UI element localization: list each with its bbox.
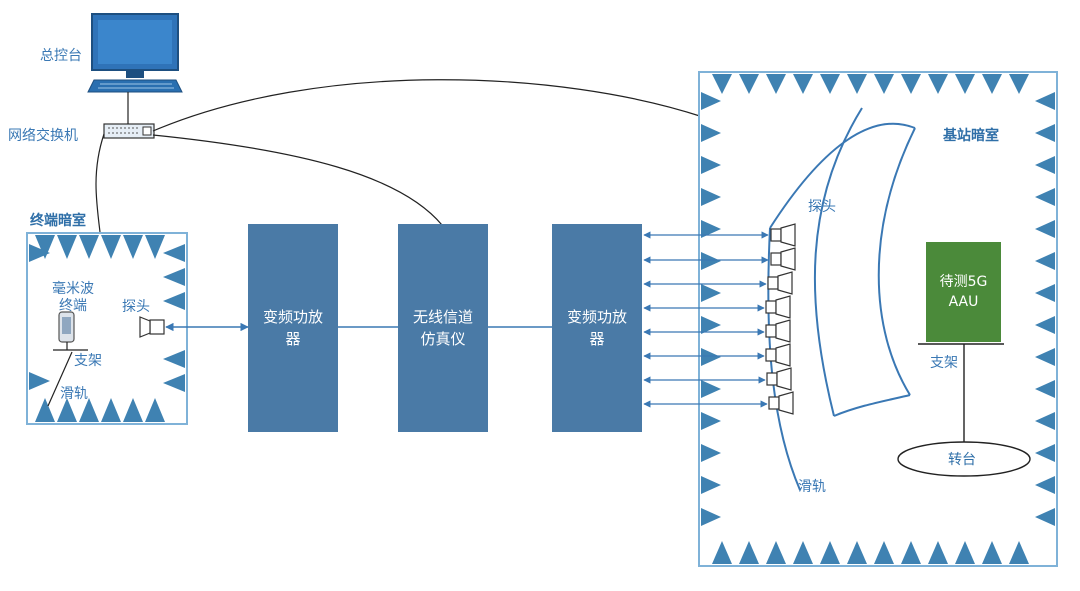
base-probe-label: 探头	[808, 199, 836, 215]
mmwave-terminal-label: 毫米波 终端	[52, 281, 94, 314]
terminal-probe-horn-icon	[139, 316, 165, 338]
turntable-shape	[897, 441, 1031, 477]
freq-converter-amp-right-label: 变频功放 器	[566, 308, 627, 348]
probe-feed-arrows	[643, 231, 769, 408]
mmwave-terminal-icon	[58, 311, 75, 343]
channel-emulator: 无线信道 仿真仪	[398, 224, 488, 432]
base-rail-label: 滑轨	[798, 479, 826, 495]
terminal-stand	[47, 342, 88, 407]
terminal-probe-label: 探头	[122, 299, 150, 315]
turntable-label: 转台	[948, 452, 976, 468]
network-switch-icon	[103, 123, 155, 139]
terminal-chamber-label: 终端暗室	[30, 213, 86, 229]
freq-converter-amp-left-label: 变频功放 器	[262, 308, 323, 348]
control-cables	[95, 79, 704, 233]
base-probe-array	[765, 223, 796, 415]
terminal-rail-label: 滑轨	[60, 386, 88, 402]
freq-converter-amp-left: 变频功放 器	[248, 224, 338, 432]
freq-converter-amp-right: 变频功放 器	[552, 224, 642, 432]
switch-label: 网络交换机	[8, 128, 78, 144]
base-sliding-rail	[767, 107, 916, 491]
base-station-chamber	[698, 71, 1058, 567]
computer-icon	[87, 13, 183, 93]
dut-aau: 待测5G AAU	[926, 242, 1001, 342]
channel-emulator-label: 无线信道 仿真仪	[412, 308, 473, 348]
console-label: 总控台	[40, 48, 82, 64]
base-chamber-label: 基站暗室	[943, 128, 999, 144]
terminal-stand-label: 支架	[74, 353, 102, 369]
base-stand	[918, 343, 1004, 442]
dut-aau-label: 待测5G AAU	[939, 274, 988, 310]
base-stand-label: 支架	[930, 355, 958, 371]
